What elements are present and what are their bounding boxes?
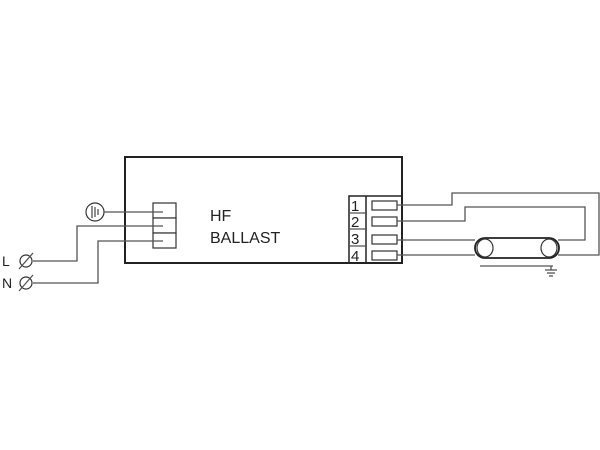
live-screw-terminal-icon[interactable] [18, 252, 34, 270]
lamp-earth-ground-icon [545, 266, 557, 277]
terminal-number-2: 2 [351, 214, 359, 231]
wire-terminal-2 [397, 206, 586, 241]
output-terminal-block[interactable] [348, 195, 403, 264]
earth-ground-icon [85, 202, 105, 222]
neutral-label: N [2, 275, 12, 291]
ballast-label-ballast: BALLAST [210, 230, 280, 247]
wire-terminal-1 [397, 192, 600, 256]
terminal-number-1: 1 [351, 198, 359, 215]
neutral-wire [33, 240, 163, 284]
input-terminal-block[interactable] [152, 202, 177, 249]
fluorescent-lamp-icon [474, 237, 560, 259]
live-label: L [2, 253, 10, 269]
terminal-number-3: 3 [351, 231, 359, 248]
neutral-screw-terminal-icon[interactable] [18, 274, 34, 292]
terminal-number-4: 4 [351, 248, 359, 265]
live-wire [33, 225, 163, 262]
ballast-label-hf: HF [210, 208, 232, 225]
